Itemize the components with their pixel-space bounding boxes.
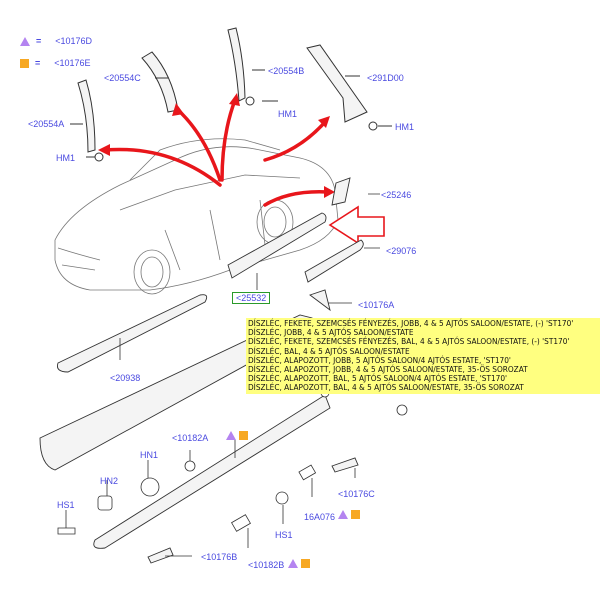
- description-line[interactable]: DÍSZLÉC, FEKETE, SZEMCSÉS FÉNYEZÉS, JOBB…: [248, 318, 574, 328]
- part-10176b: [147, 547, 174, 564]
- clip-hn2: [97, 495, 113, 511]
- callout-hn2[interactable]: HN2: [100, 476, 119, 486]
- callout-29076[interactable]: <29076: [386, 246, 417, 256]
- callout-hm1-a[interactable]: HM1: [56, 153, 76, 163]
- pillar-trim-20554b: [227, 27, 246, 102]
- square-icon: [301, 559, 310, 568]
- legend-equals: =: [36, 36, 42, 46]
- arrow-to-291d00: [263, 120, 327, 162]
- arrow-to-20554b: [220, 98, 237, 182]
- part-10176c: [331, 457, 359, 473]
- line-art: [70, 27, 392, 162]
- description-line[interactable]: DÍSZLÉC, ALAPOZOTT, BAL, 5 AJTÓS SALOON/…: [248, 373, 508, 384]
- description-line[interactable]: DÍSZLÉC, ALAPOZOTT, JOBB, 4 & 5 AJTÓS SA…: [248, 364, 528, 375]
- callout-25532-selected[interactable]: <25532: [232, 292, 271, 304]
- fasteners: [57, 388, 408, 535]
- legend-item-triangle: = <10176D: [20, 36, 92, 46]
- callout-20938[interactable]: <20938: [110, 373, 141, 383]
- pillar-trim-291d00: [306, 44, 368, 123]
- part-25246: [331, 177, 351, 206]
- clip-10182b: [231, 514, 251, 532]
- description-line[interactable]: DÍSZLÉC, ALAPOZOTT, JOBB, 5 AJTÓS SALOON…: [248, 354, 511, 365]
- clip-hm1-a: [94, 152, 104, 162]
- part-10176a: [309, 289, 331, 312]
- callout-10176c[interactable]: <10176C: [338, 489, 375, 499]
- callout-291d00[interactable]: <291D00: [367, 73, 404, 83]
- leader-lines: [65, 193, 380, 557]
- moldings: [39, 177, 364, 564]
- pillar-trim-20554c: [141, 51, 179, 113]
- screw-top-right: [396, 404, 408, 416]
- triangle-icon: [20, 36, 30, 46]
- part-20938: [57, 294, 208, 373]
- callout-16a076[interactable]: 16A076: [304, 512, 336, 522]
- highlight-arrow: [328, 205, 385, 245]
- callout-hm1-b[interactable]: HM1: [278, 109, 298, 119]
- marks-10182b: [288, 559, 310, 568]
- part-description-tooltip: DÍSZLÉC, FEKETE, SZEMCSÉS FÉNYEZÉS, JOBB…: [246, 318, 600, 394]
- callout-10182a[interactable]: <10182A: [172, 433, 209, 443]
- pillar-trim-20554a: [77, 79, 96, 153]
- arrow-to-25246: [263, 190, 330, 207]
- square-icon: [239, 431, 248, 440]
- description-line[interactable]: DÍSZLÉC, JOBB, 4 & 5 AJTÓS SALOON/ESTATE: [248, 327, 414, 338]
- triangle-icon: [226, 431, 236, 440]
- legend-code[interactable]: <10176E: [54, 58, 91, 68]
- part-29076: [304, 239, 364, 283]
- marks-16a076: [338, 510, 360, 519]
- arrow-to-20554c: [176, 108, 222, 182]
- red-arrows: [103, 98, 330, 207]
- arrow-to-20554a: [103, 147, 222, 187]
- callout-hs1-a[interactable]: HS1: [57, 500, 75, 510]
- callout-20554b[interactable]: <20554B: [268, 66, 305, 76]
- description-line[interactable]: DÍSZLÉC, BAL, 4 & 5 AJTÓS SALOON/ESTATE: [248, 345, 410, 356]
- callout-20554a[interactable]: <20554A: [28, 119, 65, 129]
- square-icon: [20, 58, 29, 68]
- car-outline: [54, 138, 339, 295]
- callout-20554c[interactable]: <20554C: [104, 73, 141, 83]
- marks-10182a: [226, 431, 248, 440]
- callout-10176a[interactable]: <10176A: [358, 300, 395, 310]
- clip-hn1: [140, 477, 160, 497]
- part-25532: [227, 212, 327, 279]
- callout-25246[interactable]: <25246: [381, 190, 412, 200]
- callout-hm1-c[interactable]: HM1: [395, 122, 415, 132]
- triangle-icon: [288, 559, 298, 568]
- callout-10176b[interactable]: <10176B: [201, 552, 238, 562]
- description-line[interactable]: DÍSZLÉC, FEKETE, SZEMCSÉS FÉNYEZÉS, BAL,…: [248, 336, 570, 347]
- clip-16a076: [298, 464, 317, 481]
- callout-10182b[interactable]: <10182B: [248, 560, 285, 570]
- triangle-icon: [338, 510, 348, 519]
- clip-hm1-c: [368, 121, 378, 131]
- legend-equals: =: [35, 58, 41, 68]
- callout-hs1-b[interactable]: HS1: [275, 530, 293, 540]
- legend-item-square: = <10176E: [20, 58, 91, 68]
- sill-lower: [93, 394, 331, 549]
- arrowheads: [98, 93, 335, 198]
- screw-hs1-b: [275, 491, 289, 505]
- nut-10182a: [184, 460, 196, 472]
- description-line[interactable]: DÍSZLÉC, ALAPOZOTT, BAL, 4 & 5 AJTÓS SAL…: [248, 382, 524, 393]
- callout-hn1[interactable]: HN1: [140, 450, 159, 460]
- square-icon: [351, 510, 360, 519]
- legend-code[interactable]: <10176D: [55, 36, 93, 46]
- clip-hm1-b: [245, 96, 255, 106]
- screw-hs1-a: [57, 527, 76, 535]
